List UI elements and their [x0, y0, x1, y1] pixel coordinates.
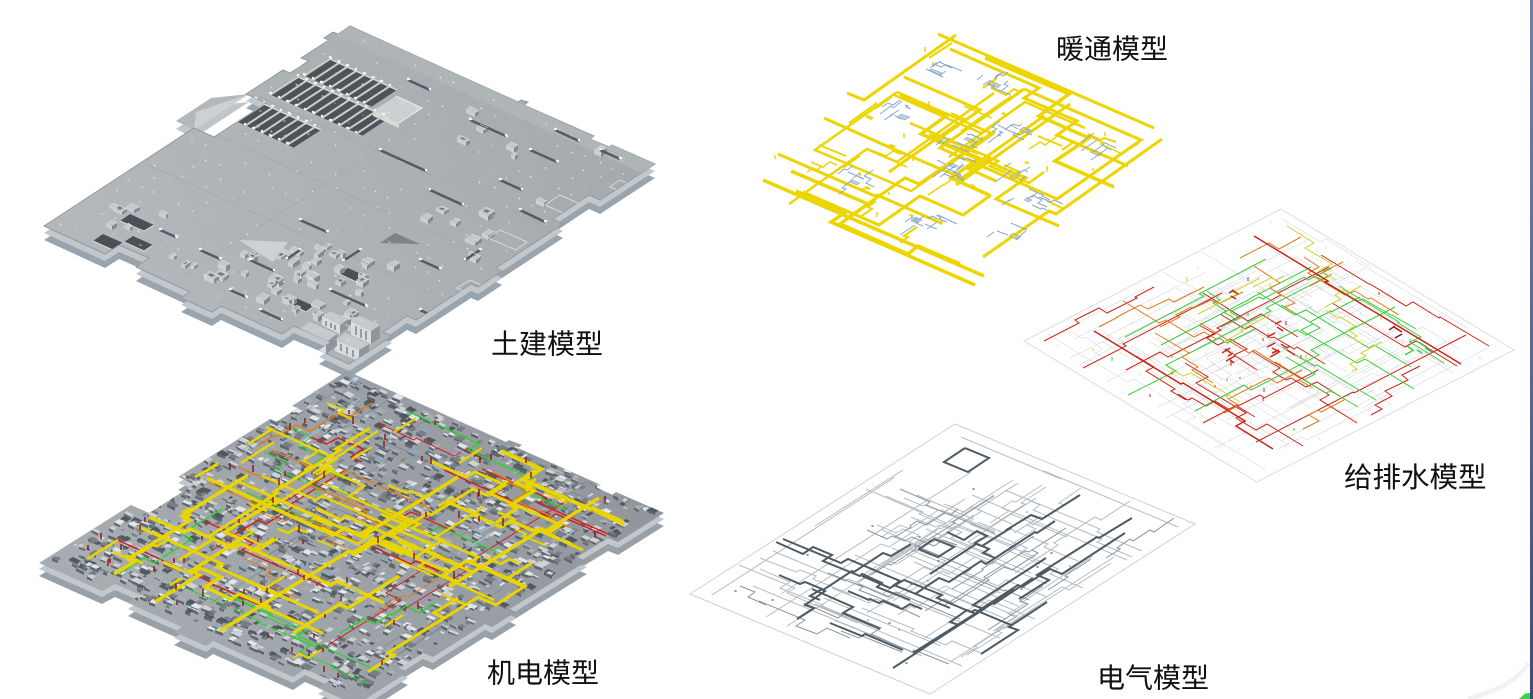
electrical-cable-main-lines	[775, 447, 1133, 669]
plumbing-red-pipe-lines	[1043, 254, 1490, 447]
right-border-line	[1530, 0, 1533, 699]
label-plumbing-text: 给排水模型	[1344, 461, 1484, 491]
plumbing-orange-pipe-lines	[1098, 236, 1400, 430]
model-hvac	[762, 32, 1163, 287]
civil-light-detail-lines	[254, 58, 398, 131]
civil-light-detail-fill	[291, 316, 371, 364]
civil-gray-detail-fill	[291, 311, 380, 362]
civil-gray-detail-fill	[313, 319, 380, 364]
hvac-yellow-duct-lines	[788, 90, 1086, 206]
civil-gray-detail-lines	[227, 75, 372, 149]
mep-gray-detail-fill	[73, 377, 629, 686]
electrical-node-dot-lines	[734, 488, 1071, 664]
hvac-yellow-duct-lines	[762, 56, 1115, 287]
civil-gray-detail-fill	[399, 108, 422, 128]
mep-yellow-duct-lines	[138, 426, 584, 674]
corner-decoration	[1467, 661, 1533, 699]
hvac-yellow-duct-lines	[818, 42, 1140, 244]
hvac-blue-duct-lines	[837, 60, 1117, 240]
label-glyphs	[1058, 35, 1167, 62]
model-mep	[39, 371, 664, 699]
civil-light-detail-lines	[395, 95, 424, 124]
electrical-cable-mid-lines	[739, 488, 1175, 665]
plumbing-light-detail-lines	[1022, 208, 1516, 483]
mep-orange-pipe-lines	[206, 481, 459, 615]
civil-light-detail-lines	[110, 105, 608, 328]
civil-light-detail-fill	[373, 111, 399, 128]
mep-yellow-duct-lines	[153, 402, 568, 660]
plumbing-red-pipe-lines	[1093, 235, 1462, 450]
civil-light-detail-lines	[59, 40, 625, 349]
mep-red-pipe-lines	[210, 422, 570, 646]
label-hvac-text: 暖通模型	[1056, 33, 1168, 63]
plumbing-green-pipe-lines	[1404, 341, 1433, 356]
electrical-boundary-line-lines	[688, 423, 1197, 695]
model-plumbing	[1022, 208, 1516, 483]
hvac-blue-unit-outline-lines	[848, 68, 1103, 241]
corner-swoosh	[1467, 661, 1531, 699]
label-glyphs	[1344, 463, 1486, 490]
civil-gray-detail-fill	[194, 94, 249, 130]
mep-yellow-duct-lines	[500, 449, 624, 524]
mep-green-pipe-lines	[119, 410, 566, 634]
label-electrical-text: 电气模型	[1097, 662, 1209, 692]
mep-blue-duct-lines	[146, 398, 576, 593]
mep-green-pipe-lines	[187, 425, 381, 685]
label-mep-text: 机电模型	[487, 657, 599, 687]
hvac-yellow-duct-lines	[774, 47, 1121, 217]
label-civil-text: 土建模型	[491, 328, 603, 358]
plumbing-yellow-pipe-lines	[1092, 225, 1404, 403]
label-glyphs	[1100, 664, 1208, 691]
model-electrical	[688, 423, 1197, 695]
plumbing-green-pipe-lines	[1111, 258, 1445, 431]
civil-light-detail-lines	[226, 55, 392, 145]
plumbing-red-pipe-lines	[1388, 325, 1403, 339]
corner-green-shape	[1519, 692, 1533, 699]
civil-dark-detail-fill	[380, 233, 420, 244]
label-glyphs	[492, 330, 602, 357]
mep-dark-detail-fill	[69, 382, 659, 687]
mep-orange-pipe-lines	[237, 402, 570, 528]
label-glyphs	[487, 659, 598, 686]
model-civil	[42, 25, 657, 378]
civil-gray-detail-lines	[227, 58, 391, 146]
civil-gray-detail-fill	[336, 26, 655, 173]
civil-dark-opening-fill	[93, 214, 646, 319]
